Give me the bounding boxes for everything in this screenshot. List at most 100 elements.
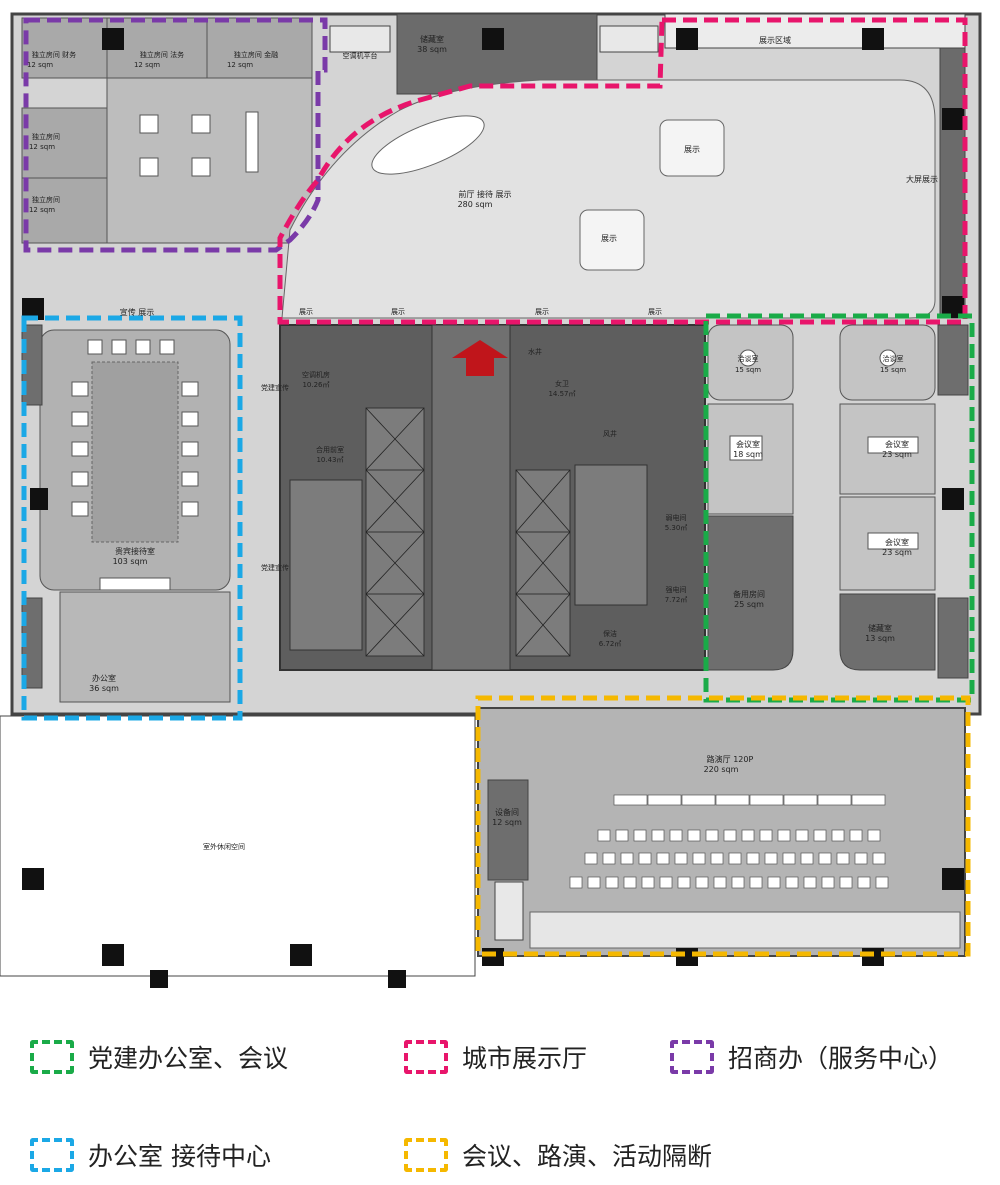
seat bbox=[803, 876, 817, 889]
seat bbox=[867, 829, 881, 842]
seat bbox=[615, 829, 629, 842]
legend-swatch-exhibition bbox=[404, 1040, 448, 1074]
bigscreen-wall bbox=[939, 47, 966, 319]
legend-label-investment: 招商办（服务中心） bbox=[728, 1044, 954, 1073]
label-office-area: 36 sqm bbox=[89, 684, 119, 693]
legend-swatch-investment bbox=[670, 1040, 714, 1074]
ac-platform-top-left bbox=[329, 25, 391, 53]
seat bbox=[687, 829, 701, 842]
seat bbox=[818, 852, 832, 865]
legend-item-party: 党建办公室、会议 bbox=[30, 1035, 288, 1079]
seat bbox=[872, 852, 886, 865]
seat bbox=[620, 852, 634, 865]
seat bbox=[623, 876, 637, 889]
label-party1: 党建宣传 bbox=[261, 383, 289, 392]
label-spare: 备用房间 bbox=[733, 589, 765, 599]
seat bbox=[692, 852, 706, 865]
seat bbox=[641, 876, 655, 889]
label-r5: 独立房间 bbox=[32, 195, 60, 204]
seat bbox=[782, 852, 796, 865]
label-office: 办公室 bbox=[92, 673, 116, 683]
label-top-show-1: 展示 bbox=[299, 308, 313, 316]
seat bbox=[659, 876, 673, 889]
seat bbox=[731, 876, 745, 889]
legend-label-roadshow: 会议、路演、活动隔断 bbox=[462, 1142, 713, 1171]
seat bbox=[749, 876, 763, 889]
label-exhibit-zone: 展示区域 bbox=[759, 35, 791, 45]
label-lobby-area: 280 sqm bbox=[458, 200, 493, 209]
seat bbox=[669, 829, 683, 842]
legend-swatch-party bbox=[30, 1040, 74, 1074]
label-r3: 独立房间 金融 bbox=[234, 50, 278, 59]
room-storage-r bbox=[839, 593, 936, 671]
seat bbox=[741, 829, 755, 842]
label-meet23a: 会议室 bbox=[885, 439, 909, 449]
legend-item-investment: 招商办（服务中心） bbox=[670, 1035, 953, 1079]
label-r1: 独立房间 财务 bbox=[32, 50, 76, 59]
legend-label-party: 党建办公室、会议 bbox=[88, 1044, 289, 1073]
show-pedestal-1 bbox=[659, 119, 725, 177]
vip-table bbox=[91, 361, 179, 543]
label-meet18: 会议室 bbox=[736, 439, 760, 449]
seat bbox=[746, 852, 760, 865]
seat bbox=[764, 852, 778, 865]
label-core-cleaning-area: 6.72㎡ bbox=[599, 640, 622, 648]
ac-platform-top-right bbox=[599, 25, 659, 53]
label-core-mix-area: 10.43㎡ bbox=[316, 456, 343, 464]
label-core-ac-area: 10.26㎡ bbox=[302, 381, 329, 389]
label-core-mix: 合用前室 bbox=[316, 445, 344, 454]
label-storage-r-area: 13 sqm bbox=[865, 634, 895, 643]
seat bbox=[587, 876, 601, 889]
room-spare bbox=[707, 515, 794, 671]
zone-roadshow bbox=[475, 695, 971, 957]
label-neg2: 洽谈室 bbox=[883, 354, 904, 363]
seat bbox=[785, 876, 799, 889]
label-propaganda: 宣传 展示 bbox=[120, 307, 155, 317]
seat bbox=[638, 852, 652, 865]
label-vip-area: 103 sqm bbox=[113, 557, 148, 566]
zone-investment bbox=[23, 17, 328, 253]
label-neg2-area: 15 sqm bbox=[880, 366, 906, 374]
seat bbox=[854, 852, 868, 865]
seat bbox=[821, 876, 835, 889]
label-r4-area: 12 sqm bbox=[29, 143, 55, 151]
label-core-wc-f: 女卫 bbox=[555, 379, 569, 388]
seat bbox=[677, 876, 691, 889]
label-road: 路演厅 120P bbox=[707, 754, 754, 764]
label-top-show-4: 展示 bbox=[648, 308, 662, 316]
label-r4: 独立房间 bbox=[32, 132, 60, 141]
label-r5-area: 12 sqm bbox=[29, 206, 55, 214]
room-r4 bbox=[21, 107, 108, 179]
seat bbox=[647, 794, 682, 806]
label-bigscreen: 大屏展示 bbox=[906, 174, 938, 184]
seat bbox=[656, 852, 670, 865]
seat bbox=[674, 852, 688, 865]
label-meet23b: 会议室 bbox=[885, 537, 909, 547]
seat bbox=[759, 829, 773, 842]
seat bbox=[723, 829, 737, 842]
seat bbox=[715, 794, 750, 806]
label-lobby: 前厅 接待 展示 bbox=[458, 189, 511, 199]
lobby-ellipse bbox=[371, 115, 485, 175]
seat bbox=[705, 829, 719, 842]
label-meet23b-area: 23 sqm bbox=[882, 548, 912, 557]
seat bbox=[813, 829, 827, 842]
label-neg1-area: 15 sqm bbox=[735, 366, 761, 374]
entrance-arrow-icon bbox=[452, 340, 508, 376]
room-r5 bbox=[21, 177, 108, 244]
label-storage-top-area: 38 sqm bbox=[417, 45, 447, 54]
seat bbox=[613, 794, 648, 806]
label-storage-top: 储藏室 bbox=[420, 34, 444, 44]
seat bbox=[681, 794, 716, 806]
legend-label-exhibition: 城市展示厅 bbox=[462, 1044, 588, 1073]
label-top-show-2: 展示 bbox=[391, 308, 405, 316]
label-show2: 展示 bbox=[601, 234, 617, 243]
seat bbox=[851, 794, 886, 806]
legend-label-office: 办公室 接待中心 bbox=[88, 1142, 271, 1171]
equip-platform bbox=[494, 881, 524, 941]
label-core-ac: 空调机房 bbox=[302, 370, 330, 379]
label-core-strong: 强电间 bbox=[666, 585, 687, 594]
label-neg1: 洽谈室 bbox=[738, 354, 759, 363]
zone-exhibition bbox=[277, 17, 968, 325]
legend-item-office: 办公室 接待中心 bbox=[30, 1133, 271, 1177]
